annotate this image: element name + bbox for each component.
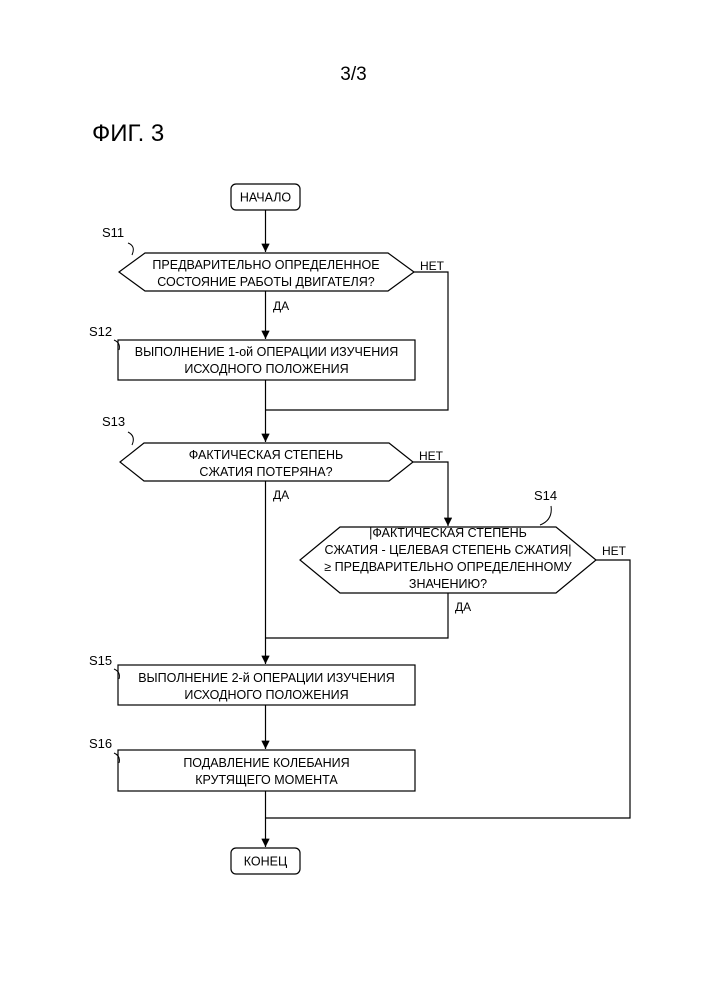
s14-yes-label: ДА — [455, 600, 471, 614]
s11-line-1: ПРЕДВАРИТЕЛЬНО ОПРЕДЕЛЕННОЕ — [152, 258, 379, 272]
s13-line-2: СЖАТИЯ ПОТЕРЯНА? — [199, 465, 332, 479]
s11-leader — [128, 243, 133, 255]
s13-line-1: ФАКТИЧЕСКАЯ СТЕПЕНЬ — [189, 448, 343, 462]
start-label: НАЧАЛО — [240, 191, 292, 205]
s14-line-2: СЖАТИЯ - ЦЕЛЕВАЯ СТЕПЕНЬ СЖАТИЯ| — [324, 543, 571, 557]
s15-line-2: ИСХОДНОГО ПОЛОЖЕНИЯ — [184, 688, 348, 702]
connector-s14-yes — [266, 593, 449, 638]
s12-step-label: S12 — [89, 324, 112, 339]
process-s15: ВЫПОЛНЕНИЕ 2-й ОПЕРАЦИИ ИЗУЧЕНИЯ ИСХОДНО… — [118, 665, 415, 705]
s13-yes-label: ДА — [273, 488, 289, 502]
process-s16: ПОДАВЛЕНИЕ КОЛЕБАНИЯ КРУТЯЩЕГО МОМЕНТА — [118, 750, 415, 791]
decision-s13: ФАКТИЧЕСКАЯ СТЕПЕНЬ СЖАТИЯ ПОТЕРЯНА? — [120, 443, 413, 481]
s14-leader — [540, 506, 551, 525]
process-s12: ВЫПОЛНЕНИЕ 1-ой ОПЕРАЦИИ ИЗУЧЕНИЯ ИСХОДН… — [118, 340, 415, 380]
s16-step-label: S16 — [89, 736, 112, 751]
connector-s13-s14 — [413, 462, 448, 526]
s15-line-1: ВЫПОЛНЕНИЕ 2-й ОПЕРАЦИИ ИЗУЧЕНИЯ — [138, 671, 395, 685]
s16-line-2: КРУТЯЩЕГО МОМЕНТА — [195, 773, 338, 787]
start-node: НАЧАЛО — [231, 184, 300, 210]
s13-leader — [128, 432, 133, 445]
s14-line-4: ЗНАЧЕНИЮ? — [409, 577, 487, 591]
s14-line-3: ≥ ПРЕДВАРИТЕЛЬНО ОПРЕДЕЛЕННОМУ — [324, 560, 572, 574]
s16-line-1: ПОДАВЛЕНИЕ КОЛЕБАНИЯ — [183, 756, 349, 770]
s12-line-1: ВЫПОЛНЕНИЕ 1-ой ОПЕРАЦИИ ИЗУЧЕНИЯ — [135, 345, 399, 359]
s12-line-2: ИСХОДНОГО ПОЛОЖЕНИЯ — [184, 362, 348, 376]
s15-step-label: S15 — [89, 653, 112, 668]
s11-no-label: НЕТ — [420, 259, 445, 273]
s11-step-label: S11 — [102, 225, 124, 240]
s11-line-2: СОСТОЯНИЕ РАБОТЫ ДВИГАТЕЛЯ? — [157, 275, 375, 289]
s14-no-label: НЕТ — [602, 544, 627, 558]
s14-line-1: |ФАКТИЧЕСКАЯ СТЕПЕНЬ — [369, 526, 527, 540]
end-node: КОНЕЦ — [231, 848, 300, 874]
s13-no-label: НЕТ — [419, 449, 444, 463]
decision-s11: ПРЕДВАРИТЕЛЬНО ОПРЕДЕЛЕННОЕ СОСТОЯНИЕ РА… — [119, 253, 414, 291]
end-label: КОНЕЦ — [244, 855, 288, 869]
s13-step-label: S13 — [102, 414, 125, 429]
s14-step-label: S14 — [534, 488, 557, 503]
s11-yes-label: ДА — [273, 299, 289, 313]
decision-s14: |ФАКТИЧЕСКАЯ СТЕПЕНЬ СЖАТИЯ - ЦЕЛЕВАЯ СТ… — [300, 526, 596, 593]
